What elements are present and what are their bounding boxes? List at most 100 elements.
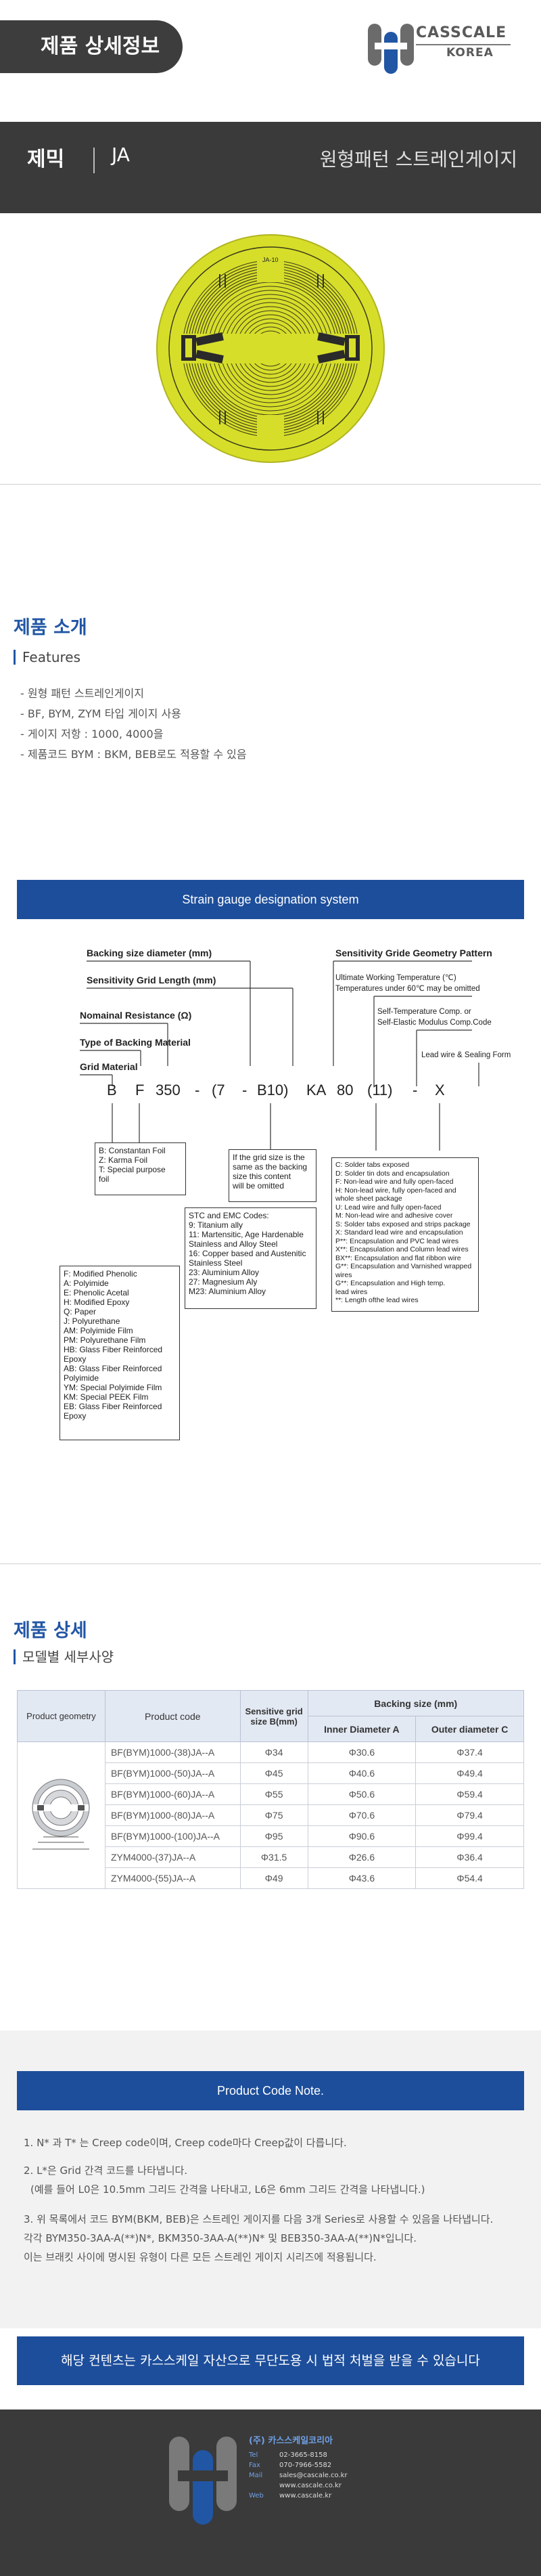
- geometry-diagram: [32, 1779, 90, 1849]
- label-grid-material: Grid Material: [80, 1061, 138, 1072]
- title-separator: [93, 148, 95, 173]
- copyright-bar: 해당 컨텐츠는 카스스케일 자산으로 무단도용 시 법적 처벌을 받을 수 있습…: [17, 2336, 524, 2385]
- note-3c: 이는 브래킷 사이에 명시된 유형이 다른 모든 스트레인 게이지 시리즈에 적…: [24, 2251, 377, 2263]
- contact-mail2: www.cascale.co.kr: [249, 2481, 348, 2491]
- header-code: Product code: [104, 1690, 241, 1742]
- note-1: 1. N* 과 T* 는 Creep code이며, Creep code마다 …: [24, 2137, 347, 2149]
- table-row: ZYM4000-(55)JA--A Φ49 Φ43.6 Φ54.4: [18, 1867, 524, 1889]
- contact-fax: Fax 070-7966-5582: [249, 2460, 348, 2470]
- top-header: 제품 상세정보 CASSCALE KOREA: [0, 0, 541, 122]
- web-label: Web: [249, 2492, 264, 2500]
- contact-mail: Mail sales@cascale.co.kr: [249, 2470, 348, 2481]
- code-part: (11): [367, 1082, 393, 1098]
- spec-table: Product geometry Product code Sensitive …: [17, 1690, 525, 1889]
- fax-value: 070-7966-5582: [279, 2462, 332, 2469]
- table-row: BF(BYM)1000-(80)JA--A Φ75 Φ70.6 Φ79.4: [18, 1804, 524, 1826]
- product-code: ZYM4000-(37)JA--A: [104, 1846, 241, 1868]
- header-sensitive: Sensitive grid size B(mm): [239, 1690, 308, 1742]
- sensitive-size: Φ75: [239, 1804, 308, 1826]
- tel-value: 02-3665-8158: [279, 2451, 327, 2459]
- code-part: -: [413, 1082, 417, 1098]
- label-nominal-resistance: Nomainal Resistance (Ω): [80, 1010, 191, 1021]
- label-working-temp: Ultimate Working Temperature (℃): [335, 974, 456, 982]
- label-geometry: Sensitivity Gride Geometry Pattern: [335, 948, 492, 958]
- label-self-elastic: Self-Elastic Modulus Comp.Code: [377, 1019, 492, 1027]
- mail2-value[interactable]: www.cascale.co.kr: [279, 2482, 342, 2489]
- label-backing-material: Type of Backing Material: [80, 1037, 191, 1048]
- table-row: BF(BYM)1000-(38)JA--A Φ34 Φ30.6 Φ37.4: [17, 1741, 524, 1889]
- notes-bar: Product Code Note.: [17, 2071, 524, 2110]
- outer-diameter: Φ37.4: [415, 1741, 524, 1763]
- note-3: 3. 위 목록에서 코드 BYM(BKM, BEB)은 스트레인 게이지를 다음…: [24, 2213, 494, 2225]
- code-part: 350: [156, 1082, 181, 1098]
- outer-diameter: Φ49.4: [415, 1762, 524, 1784]
- grid-material-box: B: Constantan Foil Z: Karma Foil T: Spec…: [95, 1142, 186, 1195]
- logo-country: KOREA: [446, 46, 494, 60]
- designation-lines: Backing size diameter (mm) Sensitivity G…: [80, 948, 511, 1151]
- gauge-label: JA-10: [262, 257, 279, 263]
- product-image: JA-10: [156, 234, 385, 464]
- product-code: BF(BYM)1000-(50)JA--A: [104, 1762, 241, 1784]
- mail-value[interactable]: sales@cascale.co.kr: [279, 2472, 348, 2479]
- note-2b: (예를 들어 L0은 10.5mm 그리드 간격을 나타내고, L6은 6mm …: [30, 2183, 425, 2196]
- feature-item: - 제품코드 BYM : BKM, BEB로도 적용할 수 있음: [20, 748, 247, 761]
- table-row: BF(BYM)1000-(50)JA--A Φ45 Φ40.6 Φ49.4: [18, 1762, 524, 1784]
- header-geometry: Product geometry: [17, 1690, 105, 1742]
- designation-bar: Strain gauge designation system: [17, 880, 524, 919]
- code-part: -: [242, 1082, 247, 1098]
- cas-logo: CASSCALE KOREA: [365, 15, 514, 83]
- product-title: JA: [112, 143, 130, 166]
- web-value[interactable]: www.cascale.kr: [279, 2492, 332, 2500]
- code-part: (7: [212, 1082, 225, 1098]
- table-row: BF(BYM)1000-(60)JA--A Φ55 Φ50.6 Φ59.4: [18, 1783, 524, 1805]
- footer-company: (주) 카스스케일코리아: [249, 2436, 333, 2446]
- header-outer: Outer diameter C: [415, 1716, 524, 1742]
- inner-diameter: Φ40.6: [307, 1762, 417, 1784]
- mail-label: Mail: [249, 2472, 263, 2479]
- label-working-temp-note: Temperatures under 60℃ may be omitted: [335, 985, 480, 993]
- product-code: BF(BYM)1000-(38)JA--A: [104, 1741, 241, 1763]
- outer-diameter: Φ54.4: [415, 1867, 524, 1889]
- fax-label: Fax: [249, 2462, 260, 2469]
- grid-note-box: If the grid size is the same as the back…: [229, 1149, 316, 1202]
- label-grid-length: Sensitivity Grid Length (mm): [87, 975, 216, 985]
- header-inner: Inner Diameter A: [307, 1716, 417, 1742]
- designation-diagram: Backing size diameter (mm) Sensitivity G…: [60, 934, 541, 1530]
- footer-logo-icon: [169, 2437, 237, 2525]
- sensitive-size: Φ49: [239, 1867, 308, 1889]
- product-code: BF(BYM)1000-(60)JA--A: [104, 1783, 241, 1805]
- detail-subtitle: 모델별 세부사양: [14, 1649, 114, 1664]
- inner-diameter: Φ26.6: [307, 1846, 417, 1868]
- geometry-cell: [17, 1741, 105, 1889]
- detail-title: 제품 상세: [14, 1620, 87, 1641]
- inner-diameter: Φ30.6: [307, 1741, 417, 1763]
- divider: [0, 484, 541, 485]
- sensitive-size: Φ95: [239, 1825, 308, 1847]
- note-2: 2. L*은 Grid 간격 코드를 나타냅니다.: [24, 2164, 188, 2177]
- sensitive-size: Φ34: [239, 1741, 308, 1763]
- sensitive-size: Φ31.5: [239, 1846, 308, 1868]
- code-part: 80: [337, 1082, 353, 1098]
- outer-diameter: Φ99.4: [415, 1825, 524, 1847]
- divider: [0, 1563, 541, 1564]
- intro-subtitle: Features: [14, 650, 80, 665]
- label-self-temp: Self-Temperature Comp. or: [377, 1008, 471, 1016]
- intro-title: 제품 소개: [14, 617, 87, 638]
- outer-diameter: Φ79.4: [415, 1804, 524, 1826]
- feature-list: - 원형 패턴 스트레인게이지 - BF, BYM, ZYM 타입 게이지 사용…: [20, 684, 247, 765]
- sensitive-size: Φ45: [239, 1762, 308, 1784]
- code-part: B: [107, 1082, 117, 1098]
- note-3b: 각각 BYM350-3AA-A(**)N*, BKM350-3AA-A(**)N…: [24, 2232, 417, 2244]
- feature-item: - BF, BYM, ZYM 타입 게이지 사용: [20, 707, 181, 720]
- code-part: X: [435, 1082, 445, 1098]
- logo-brand: CASSCALE: [416, 24, 507, 41]
- label-backing-size: Backing size diameter (mm): [87, 948, 212, 958]
- product-code: ZYM4000-(55)JA--A: [104, 1867, 241, 1889]
- strain-gauge-image: JA-10: [156, 234, 385, 463]
- header-backing: Backing size (mm): [307, 1690, 525, 1716]
- product-description: 원형패턴 스트레인게이지: [319, 148, 517, 171]
- code-part: F: [135, 1082, 144, 1098]
